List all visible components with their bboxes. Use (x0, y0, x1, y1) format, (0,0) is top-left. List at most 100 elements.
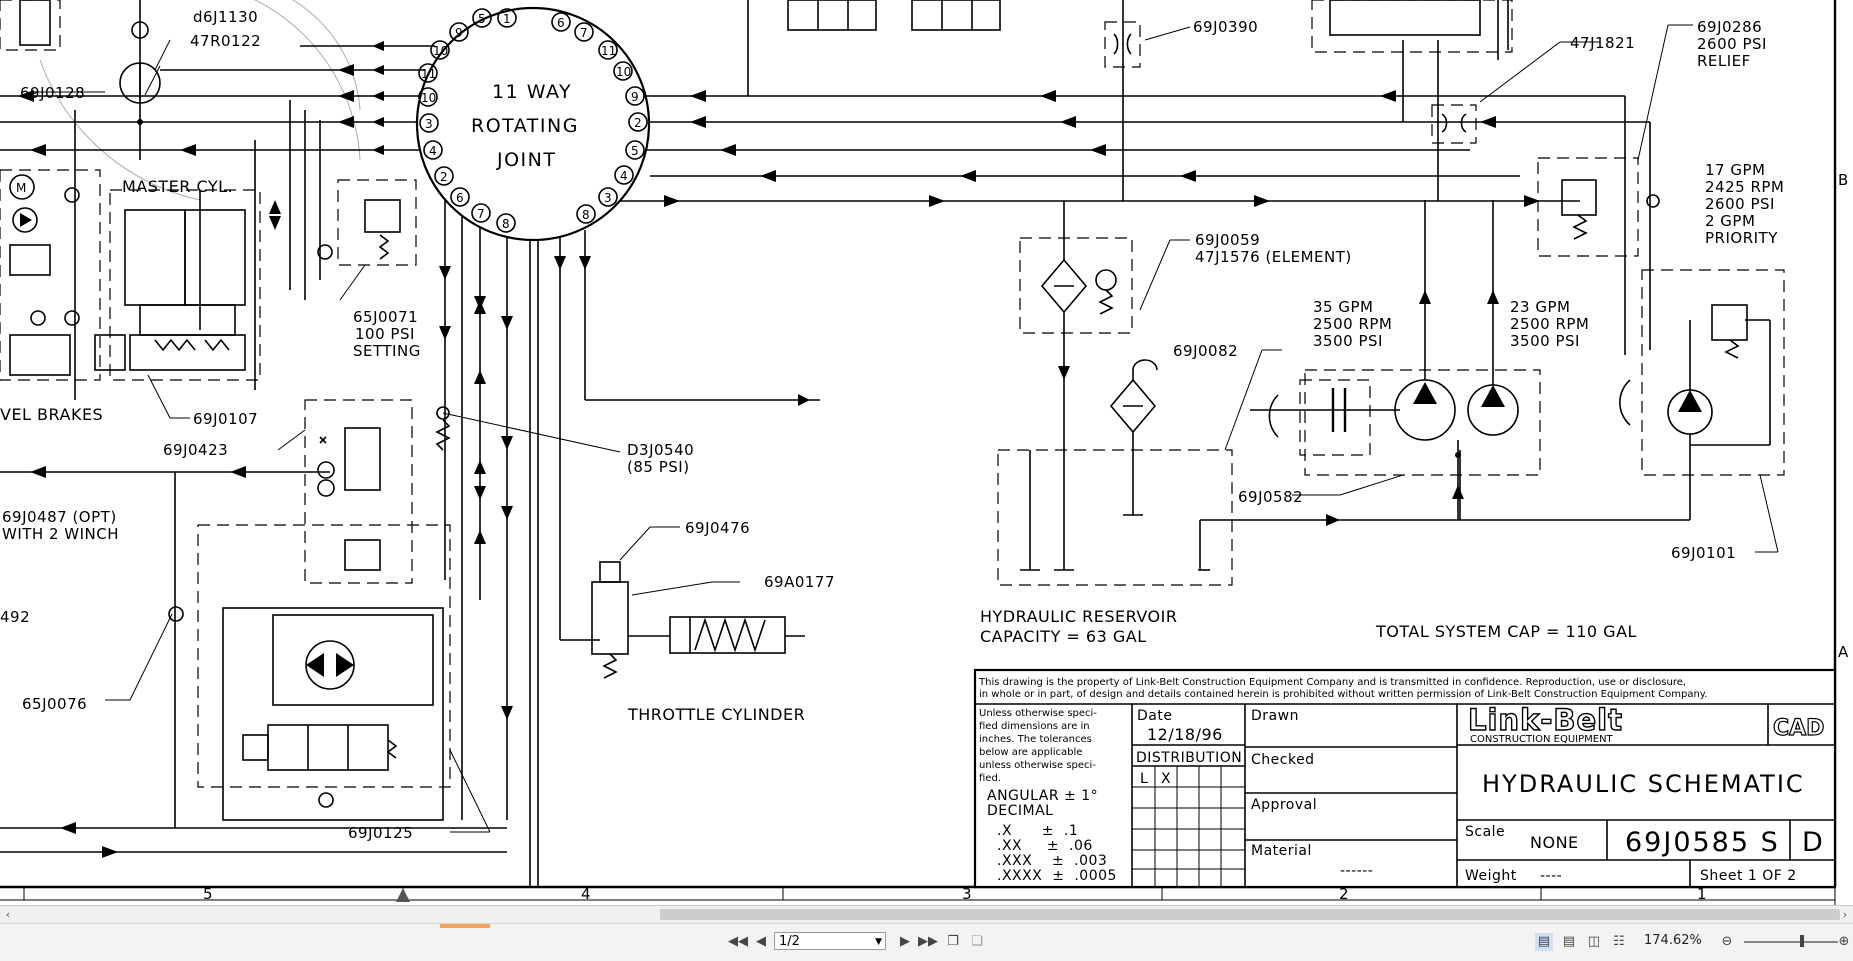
tol-xxx: .XXX ± .003 (997, 853, 1107, 869)
dist-col-l: L (1140, 771, 1148, 787)
label-reservoir-1: HYDRAULIC RESERVOIR (980, 607, 1177, 626)
label-d3j0540-1: D3J0540 (627, 441, 694, 459)
label-47j1821: 47J1821 (1570, 34, 1635, 52)
scrollbar-thumb[interactable] (660, 909, 1840, 920)
two-page-continuous-icon[interactable]: ☷ (1613, 934, 1625, 949)
svg-text:10: 10 (616, 65, 631, 79)
label-69j0107: 69J0107 (193, 410, 258, 428)
tol-note-1: Unless otherwise speci- (979, 708, 1097, 719)
zoom-value: 174.62% (1644, 933, 1702, 948)
schematic-drawing: 5 4 3 2 1 B A (0, 0, 1849, 905)
component-labels: d6J1130 47R0122 69J0128 MASTER CYL. VEL … (0, 8, 1784, 842)
svg-text:11: 11 (421, 67, 436, 81)
tol-note-3: inches. The tolerances (979, 734, 1092, 745)
label-master-cyl: MASTER CYL. (122, 177, 233, 196)
label-69j0082: 69J0082 (1173, 342, 1238, 360)
label-69j0582: 69J0582 (1238, 488, 1303, 506)
drawing-title: HYDRAULIC SCHEMATIC (1482, 770, 1805, 798)
material-label: Material (1251, 843, 1312, 859)
label-65j0076: 65J0076 (22, 695, 87, 713)
svg-text:9: 9 (631, 90, 639, 104)
copy-icon[interactable]: ❐ (947, 934, 959, 949)
label-pump23-1: 23 GPM (1510, 298, 1570, 316)
drawing-number: 69J0585 S (1625, 827, 1780, 858)
material-value: ------ (1340, 863, 1373, 879)
next-page-icon[interactable]: ▶ (900, 934, 910, 949)
date-label: Date (1137, 708, 1172, 724)
zone-ticks (23, 887, 1542, 902)
first-page-icon[interactable]: ◀◀ (728, 934, 748, 949)
tol-x: .X ± .1 (997, 823, 1078, 839)
label-65j0071-2: 100 PSI (355, 325, 415, 343)
prev-page-icon[interactable]: ◀ (756, 934, 766, 949)
label-throttle-cylinder: THROTTLE CYLINDER (627, 705, 805, 724)
zoom-slider-thumb[interactable] (1800, 935, 1804, 947)
label-69j0390: 69J0390 (1193, 18, 1258, 36)
weight-value: ---- (1540, 868, 1562, 884)
label-69j0286-3: RELIEF (1697, 52, 1751, 70)
label-pump35-2: 2500 RPM (1313, 315, 1392, 333)
weight-label: Weight (1465, 868, 1517, 884)
two-page-icon[interactable]: ◫ (1587, 934, 1601, 949)
label-69j0476: 69J0476 (685, 519, 750, 537)
label-reservoir-2: CAPACITY = 63 GAL (980, 627, 1147, 646)
scroll-left-icon[interactable]: ‹ (5, 908, 11, 921)
svg-text:3: 3 (604, 191, 612, 205)
company-logo: Link-Belt (1468, 703, 1623, 737)
scroll-right-icon[interactable]: › (1842, 908, 1848, 921)
scale-label: Scale (1465, 824, 1505, 840)
active-tab-indicator (440, 924, 490, 928)
continuous-icon[interactable]: ▤ (1562, 934, 1576, 949)
zone-1: 1 (1697, 885, 1707, 903)
label-69j0059-2: 47J1576 (ELEMENT) (1195, 248, 1352, 266)
label-69a0177: 69A0177 (764, 573, 835, 591)
approval-label: Approval (1251, 797, 1317, 813)
label-travel-brakes: VEL BRAKES (0, 405, 103, 424)
label-pump23-2: 2500 RPM (1510, 315, 1589, 333)
label-d6j1130: d6J1130 (193, 8, 258, 26)
distribution-label: DISTRIBUTION (1136, 750, 1242, 766)
zoom-out-icon[interactable]: ⊖ (1721, 934, 1733, 949)
throttle-group (591, 561, 805, 679)
label-69j0487-2: WITH 2 WINCH (2, 525, 119, 543)
svg-text:8: 8 (502, 217, 510, 231)
motor-m-label: M (16, 181, 26, 195)
dist-col-x: X (1161, 771, 1171, 787)
angular-tolerance: ANGULAR ± 1° (987, 788, 1098, 804)
paste-icon[interactable]: ❏ (971, 934, 983, 949)
viewer-toolbar: ◀◀ ◀ 1/2 ▼ ▶ ▶▶ ❐ ❏ ▤ ▤ ◫ ☷ 174.62% ⊖ ⊕ (0, 923, 1853, 961)
label-69j0487-1: 69J0487 (OPT) (2, 508, 117, 526)
zoom-slider[interactable] (1744, 941, 1838, 943)
tol-note-5: unless otherwise speci- (979, 760, 1096, 771)
svg-text:5: 5 (631, 144, 639, 158)
svg-text:7: 7 (580, 26, 588, 40)
tol-xx: .XX ± .06 (997, 838, 1093, 854)
zone-4: 4 (581, 885, 591, 903)
label-65j0071-3: SETTING (353, 342, 421, 360)
label-69j0423: 69J0423 (163, 441, 228, 459)
title-block: This drawing is the property of Link-Bel… (973, 668, 1837, 889)
single-page-icon[interactable]: ▤ (1535, 933, 1553, 951)
zone-2: 2 (1339, 885, 1349, 903)
label-pump35-1: 35 GPM (1313, 298, 1373, 316)
label-69j0101: 69J0101 (1671, 544, 1736, 562)
last-page-icon[interactable]: ▶▶ (918, 934, 938, 949)
svg-text:9: 9 (455, 26, 463, 40)
label-d3j0540-2: (85 PSI) (627, 458, 690, 476)
grid-letter-b: B (1838, 171, 1849, 189)
decimal-label: DECIMAL (987, 803, 1054, 819)
svg-text:7: 7 (477, 207, 485, 221)
zoom-in-icon[interactable]: ⊕ (1838, 934, 1850, 949)
svg-text:3: 3 (425, 117, 433, 131)
svg-text:10: 10 (421, 91, 436, 105)
joint-title-line-2: ROTATING (471, 115, 579, 137)
label-pump23-3: 3500 PSI (1510, 332, 1580, 350)
page-select[interactable]: 1/2 ▼ (774, 932, 886, 950)
horizontal-scrollbar[interactable]: ‹ › (0, 905, 1853, 924)
sheet-label: Sheet 1 OF 2 (1700, 868, 1797, 884)
date-value: 12/18/96 (1147, 725, 1223, 744)
svg-text:4: 4 (620, 169, 628, 183)
svg-text:2: 2 (440, 170, 448, 184)
tol-xxxx: .XXXX ± .0005 (997, 868, 1117, 884)
tol-note-4: below are applicable (979, 747, 1082, 758)
